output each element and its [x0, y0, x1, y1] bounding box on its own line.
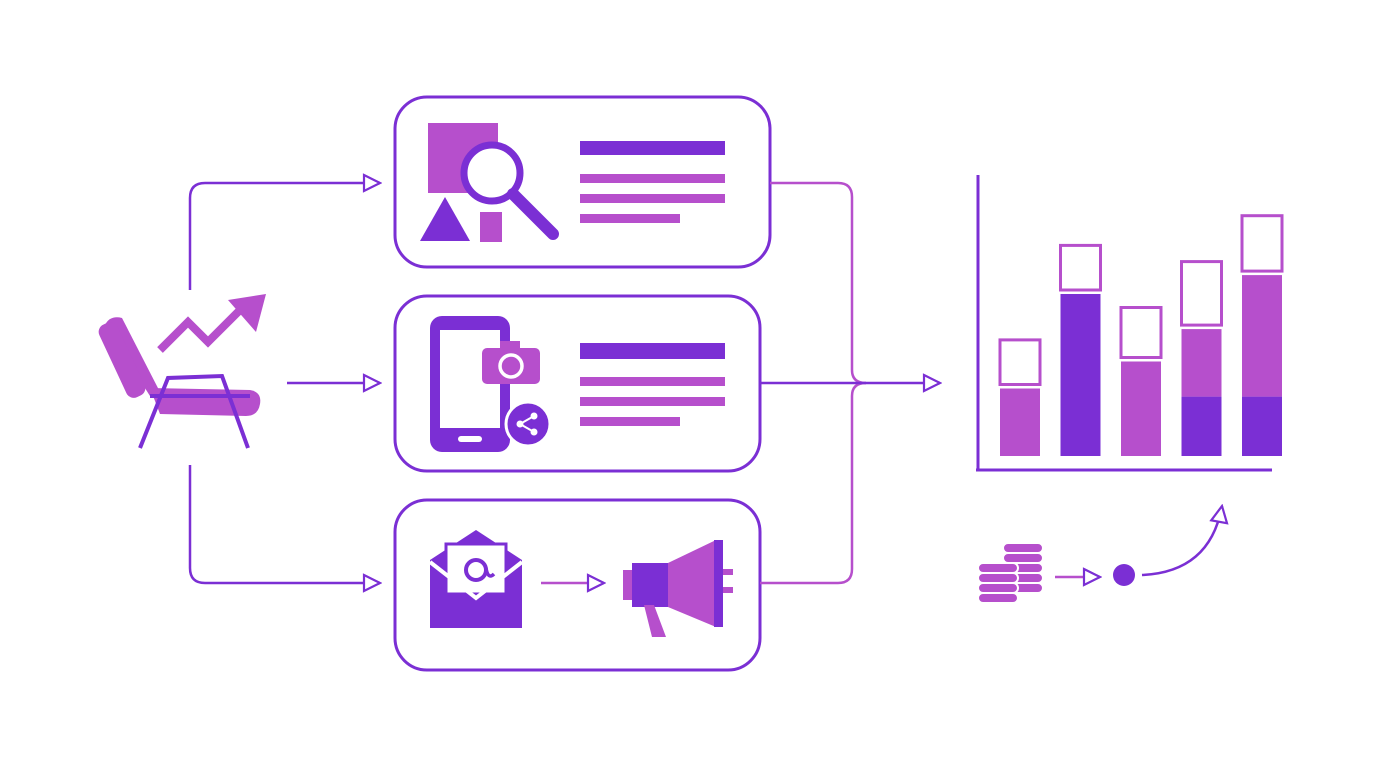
budget-flow: [977, 506, 1222, 604]
merge-connectors: [760, 181, 940, 585]
chart-bar-outline-segment: [1180, 260, 1223, 327]
search-magnifier-shapes-icon: [420, 123, 559, 242]
chart-bar-segment: [1000, 388, 1040, 456]
chart-bar-segment: [1060, 294, 1101, 456]
social-text-lines: [580, 343, 725, 426]
seo-text-lines: [580, 141, 725, 223]
smartphone-camera-share-icon: [430, 316, 552, 452]
chart-bar-outline-segment: [1240, 214, 1284, 273]
social-card: [393, 294, 762, 473]
chart-bar-segment: [1242, 275, 1282, 397]
chart-bars: [998, 214, 1284, 456]
chart-bar-segment: [1181, 396, 1222, 456]
chart-bar-outline-segment: [1059, 243, 1102, 292]
chart-bar-segment: [1121, 361, 1161, 456]
growth-curve-arrow: [1141, 506, 1222, 577]
envelope-at-icon: [428, 530, 524, 628]
chart-bar-segment: [1242, 396, 1282, 456]
seo-card: [393, 95, 772, 269]
megaphone-icon: [623, 540, 733, 637]
chair-with-trend-arrow-icon: [98, 294, 266, 449]
chart-bar-segment: [1181, 329, 1222, 397]
budget-dot: [1113, 564, 1135, 586]
chart-bar-outline-segment: [1119, 306, 1163, 359]
coin-stacks-icon: [977, 542, 1044, 604]
email-campaign-card: [393, 498, 762, 672]
results-bar-chart: [976, 175, 1284, 472]
chart-bar-outline-segment: [998, 338, 1042, 386]
left-connectors: [188, 183, 380, 583]
